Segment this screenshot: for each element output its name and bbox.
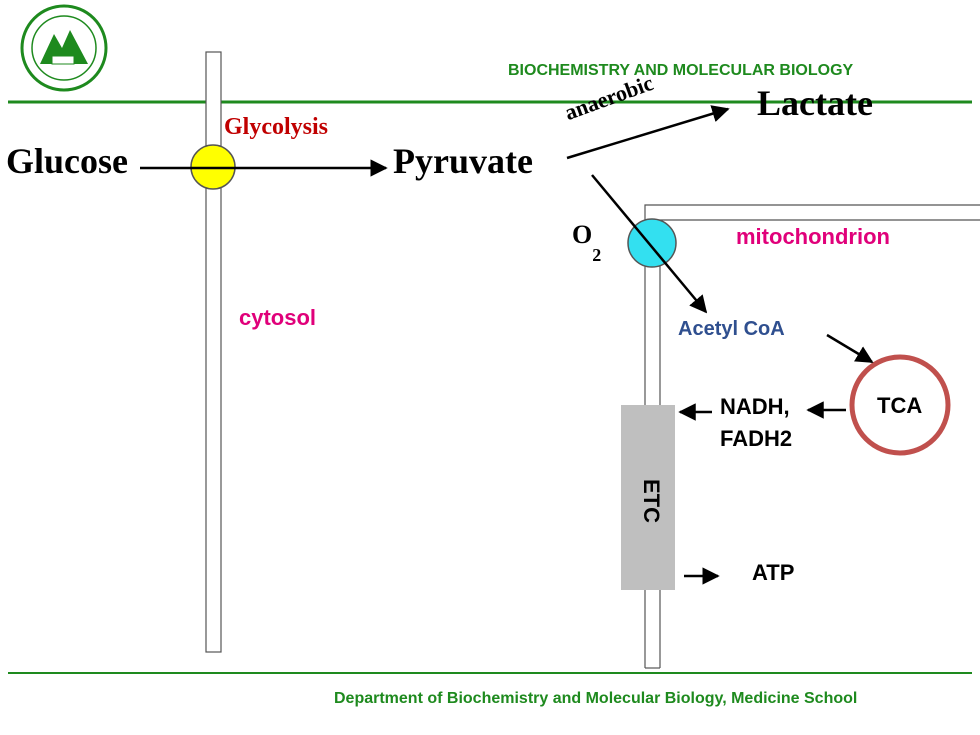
label-o2: O2 [572, 220, 601, 265]
label-etc: ETC [639, 479, 664, 523]
o2-subscript: 2 [592, 245, 602, 265]
label-glycolysis: Glycolysis [224, 114, 329, 140]
label-pyruvate: Pyruvate [393, 141, 533, 181]
label-fadh2: FADH2 [720, 426, 793, 451]
o2-letter: O [572, 220, 593, 249]
label-cytosol: cytosol [239, 305, 317, 330]
label-mitochondrion: mitochondrion [736, 224, 890, 249]
arrow-pyruvate-lactate [566, 105, 730, 160]
label-tca: TCA [877, 393, 923, 418]
label-atp: ATP [752, 560, 795, 585]
label-acetyl-coa: Acetyl CoA [678, 318, 785, 340]
label-lactate: Lactate [757, 83, 873, 123]
cell-membrane [205, 51, 222, 653]
university-logo [20, 4, 108, 92]
footer-text: Department of Biochemistry and Molecular… [334, 690, 858, 707]
tca-cycle [849, 354, 951, 456]
label-glucose: Glucose [6, 141, 128, 181]
label-nadh: NADH, [720, 394, 790, 419]
header-title: BIOCHEMISTRY AND MOLECULAR BIOLOGY [508, 62, 854, 79]
arrow-pyruvate-acetylcoa [591, 174, 708, 314]
etc-box [621, 405, 675, 590]
arrow-acetylcoa-tca [826, 333, 874, 364]
